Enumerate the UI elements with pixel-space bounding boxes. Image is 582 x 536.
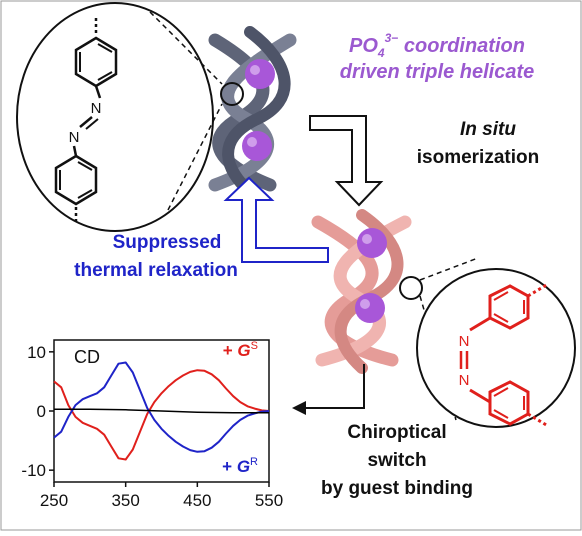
azo-bond <box>94 85 102 99</box>
x-tick-label: 550 <box>255 491 283 510</box>
azo-double-bond <box>85 118 99 130</box>
chiroptical-label: Chiroptical <box>347 422 446 443</box>
thermal-relaxation-label: thermal relaxation <box>74 260 238 281</box>
benzene-double-bond <box>97 71 113 81</box>
relaxation-arrow <box>223 176 329 263</box>
title-line1: PO43− coordination <box>349 31 525 60</box>
zoom-circle-red <box>416 268 576 428</box>
azo-double-bond <box>79 116 93 128</box>
highlight-circle <box>399 276 423 300</box>
pink-triple-helicate <box>311 209 423 374</box>
chart-series-group <box>53 361 270 461</box>
phosphate-sphere <box>245 59 275 89</box>
benzene-double-bond <box>77 161 93 171</box>
azo-n-label: N <box>459 333 470 350</box>
azobenzene-zoom-gray: N N <box>16 2 214 232</box>
switch-label: switch <box>367 450 426 471</box>
y-tick-label: 10 <box>27 343 46 362</box>
azo-bond <box>72 145 78 157</box>
cd-series-line <box>54 408 269 414</box>
phosphate-sphere <box>242 131 272 161</box>
cd-chart: CD 10 0 -10 250 350 450 550 + GS + GR <box>21 339 283 510</box>
y-tick-label: -10 <box>21 461 46 480</box>
azobenzene-zoom-red: N N <box>416 268 576 428</box>
zoom-connector <box>167 103 223 211</box>
gray-triple-helicate <box>208 26 297 198</box>
zoom-ellipse-gray <box>16 2 214 232</box>
legend-gr: + GR <box>222 456 258 476</box>
highlight-circle <box>220 82 244 106</box>
azo-n-label: N <box>69 129 80 146</box>
to-chart-arrowhead <box>292 401 306 415</box>
phosphate-sphere <box>357 228 387 258</box>
chart-y-ticks: 10 0 -10 <box>21 343 54 480</box>
chart-title: CD <box>74 347 100 367</box>
zoom-connector <box>149 11 223 85</box>
zoom-connector <box>419 257 479 281</box>
guest-binding-label: by guest binding <box>321 478 473 499</box>
azo-n-label: N <box>91 100 102 117</box>
suppressed-label: Suppressed <box>113 232 222 253</box>
to-chart-arrow <box>304 364 365 409</box>
title-line2: driven triple helicate <box>340 61 535 83</box>
y-tick-label: 0 <box>37 402 46 421</box>
in-situ-label: In situ <box>460 119 516 140</box>
azo-n-label: N <box>459 372 470 389</box>
phosphate-sphere <box>355 293 385 323</box>
x-tick-label: 350 <box>111 491 139 510</box>
benzene-double-bond <box>77 189 93 199</box>
legend-gs: + GS <box>223 340 258 360</box>
benzene-double-bond <box>97 43 113 53</box>
x-tick-label: 450 <box>183 491 211 510</box>
cd-series-line <box>53 369 270 461</box>
isomerization-label: isomerization <box>417 147 539 168</box>
chart-x-ticks: 250 350 450 550 <box>40 482 283 510</box>
x-tick-label: 250 <box>40 491 68 510</box>
cd-series-line <box>53 361 270 453</box>
benzene-ring-lower <box>54 154 98 206</box>
isomerization-arrow <box>309 115 384 207</box>
